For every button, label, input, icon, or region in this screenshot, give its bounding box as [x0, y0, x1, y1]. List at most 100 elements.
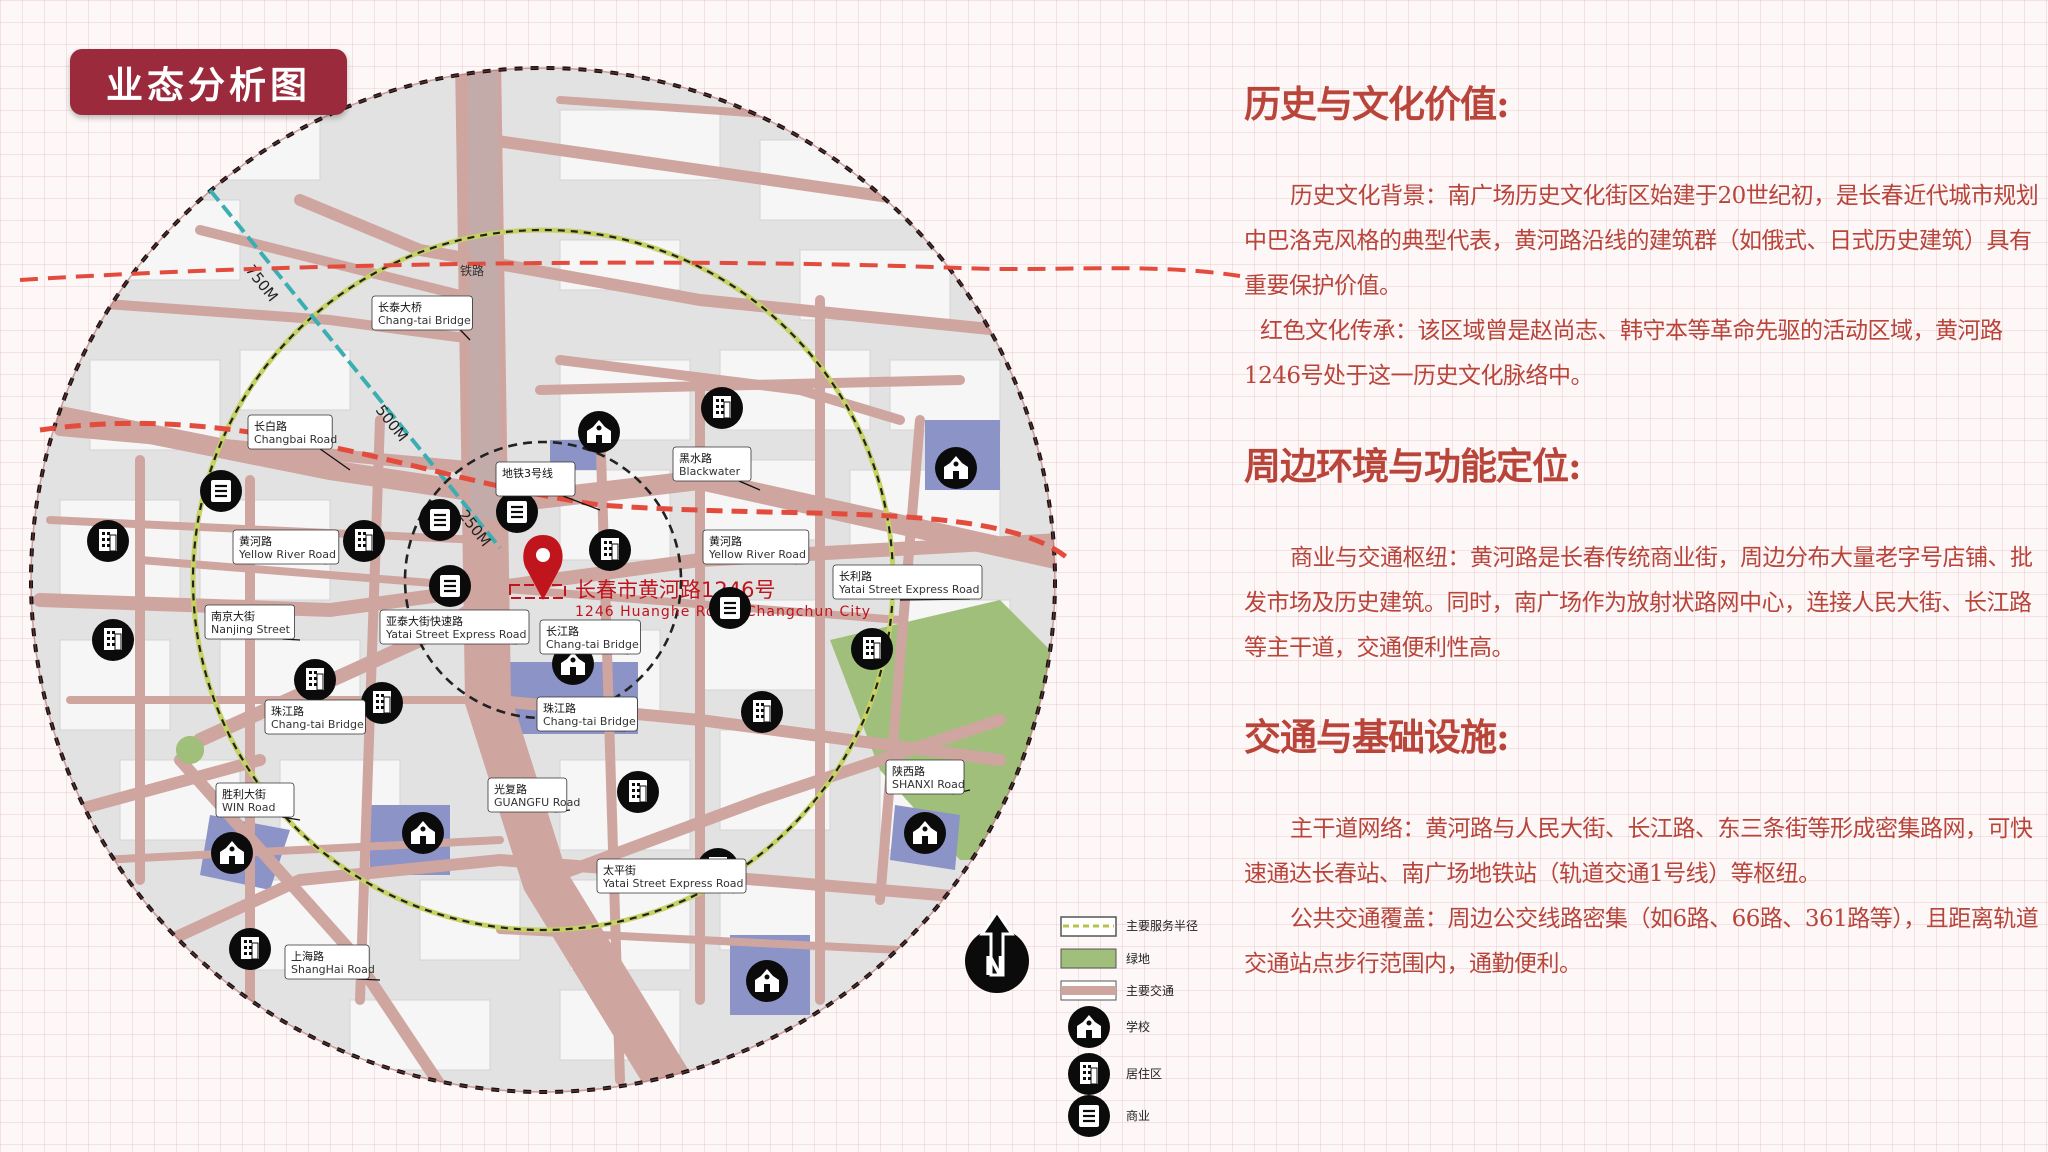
radius-line [208, 188, 502, 550]
legend-residential-icon [1067, 1052, 1111, 1096]
section-paragraph: 红色文化传承：该区域曾是赵尚志、韩守本等革命先驱的活动区域，黄河路1246号处于… [1244, 318, 2003, 389]
legend-label-service: 主要服务半径 [1126, 918, 1198, 933]
callout-box [885, 759, 965, 795]
callout-label-cn: 亚泰大街快速路 [386, 614, 463, 628]
rail-line [19, 260, 1241, 282]
callout-box [215, 782, 295, 818]
commercial-icon [494, 489, 540, 535]
callout-label-en: Chang-tai Bridge [546, 638, 639, 651]
callout-label-en: WIN Road [222, 801, 275, 814]
section-heading: 交通与基础设施: [1244, 715, 1510, 759]
callout-box [247, 414, 333, 450]
commercial-icon [707, 585, 753, 631]
callout-label-en: Yatai Street Express Road [602, 877, 744, 890]
section-history: 历史与文化价值: 历史文化背景：南广场历史文化街区始建于20世纪初，是长春近代城… [1244, 80, 2044, 399]
callout-label-cn: 长泰大桥 [378, 300, 422, 314]
callout-label-cn: 黄河路 [239, 534, 272, 548]
callout-box [702, 529, 810, 565]
callout-pointer [562, 495, 601, 511]
callout-label-cn: 胜利大街 [222, 787, 266, 801]
callout-box [536, 696, 638, 732]
residential-icon [360, 681, 404, 725]
green-area [830, 600, 1055, 860]
callout-label-en: GUANGFU Road [494, 796, 580, 809]
location-pin-icon[interactable] [509, 535, 566, 600]
section-paragraph: 商业与交通枢纽：黄河路是长春传统商业街，周边分布大量老字号店铺、批发市场及历史建… [1244, 545, 2033, 661]
callout-label-cn: 光复路 [494, 782, 527, 796]
callout-label-en: SHANXI Road [892, 778, 965, 791]
callout-label-cn: 黑水路 [679, 452, 712, 465]
callout-label-en: Chang-tai Bridge [543, 715, 636, 728]
callout-label-cn: 珠江路 [271, 704, 304, 718]
residential-icon [588, 528, 632, 572]
callout-label-en: ShangHai Road [291, 963, 375, 976]
callout-box [832, 564, 983, 600]
legend-label-commercial: 商业 [1126, 1108, 1150, 1123]
callout-label-cn: 长白路 [254, 419, 287, 433]
residential-icon [86, 519, 130, 563]
callout-label-en: Yatai Street Express Road [838, 583, 980, 596]
commercial-icon [427, 563, 473, 609]
callout-box [379, 609, 530, 645]
section-heading: 历史与文化价值: [1244, 82, 1510, 126]
callout-label-cn: 长江路 [546, 625, 579, 638]
callout-pointer [738, 480, 761, 491]
residential-icon [228, 927, 272, 971]
residential-icon [91, 618, 135, 662]
callout-box [371, 295, 473, 331]
callout-box [672, 446, 752, 482]
section-transport: 交通与基础设施: 主干道网络：黄河路与人民大街、长江路、东三条街等形成密集路网，… [1244, 713, 2044, 987]
north-arrow-icon: N [965, 909, 1029, 993]
legend-label-school: 学校 [1126, 1019, 1150, 1034]
callout-label-en: Changbai Road [254, 433, 337, 446]
section-heading: 周边环境与功能定位: [1244, 444, 1582, 488]
metro-line [39, 420, 1072, 562]
residential-icon [740, 690, 784, 734]
callout-label-en: Yatai Street Express Road [385, 628, 527, 641]
legend-label-road: 主要交通 [1126, 983, 1174, 998]
callout-label-en: Chang-tai Bridge [271, 718, 364, 731]
callout-box [596, 858, 747, 894]
callout-label-en: Yellow River Road [708, 548, 806, 561]
callout-label-cn: 珠江路 [543, 701, 576, 715]
legend-label-residential: 居住区 [1126, 1067, 1162, 1081]
callout-pointer [281, 816, 301, 821]
callout-label-en: Yellow River Road [238, 548, 336, 561]
school-icon [578, 411, 620, 453]
callout-box [495, 461, 576, 497]
callout-pointer [459, 329, 471, 341]
callout-label-cn: 地铁3号线 [502, 466, 553, 480]
section-paragraph: 主干道网络：黄河路与人民大街、长江路、东三条街等形成密集路网，可快速通达长春站、… [1244, 816, 2033, 887]
residential-icon [700, 386, 744, 430]
callout-box [264, 699, 366, 735]
callout-label-cn: 上海路 [291, 949, 324, 963]
callout-label-cn: 长利路 [839, 570, 872, 583]
callout-label-cn: 南京大街 [211, 609, 255, 623]
school-icon [935, 447, 977, 489]
school-icon [402, 812, 444, 854]
callout-box [204, 604, 295, 640]
callout-label-cn: 太平街 [603, 863, 636, 877]
school-icon [904, 812, 946, 854]
section-paragraph: 公共交通覆盖：周边公交线路密集（如6路、66路、361路等），且距离轨道交通站点… [1244, 906, 2039, 977]
page-title: 业态分析图 [70, 49, 347, 115]
school-icon [211, 832, 253, 874]
commercial-icon [198, 468, 244, 514]
callout-box [487, 777, 568, 813]
section-paragraph: 历史文化背景：南广场历史文化街区始建于20世纪初，是长春近代城市规划中巴洛克风格… [1244, 183, 2039, 299]
callout-box [539, 619, 641, 655]
residential-icon [850, 627, 894, 671]
residential-icon [342, 519, 386, 563]
legend-school-icon [1068, 1006, 1110, 1048]
commercial-icon [417, 497, 463, 543]
callout-label-en: Chang-tai Bridge [378, 314, 471, 327]
rail-label: 铁路 [460, 263, 484, 278]
callout-label-en: Nanjing Street [211, 623, 291, 636]
residential-icon [616, 770, 660, 814]
callout-label-cn: 黄河路 [709, 534, 742, 548]
legend-label-green: 绿地 [1126, 951, 1150, 966]
legend-commercial-icon [1066, 1093, 1112, 1139]
callout-box [284, 944, 370, 980]
